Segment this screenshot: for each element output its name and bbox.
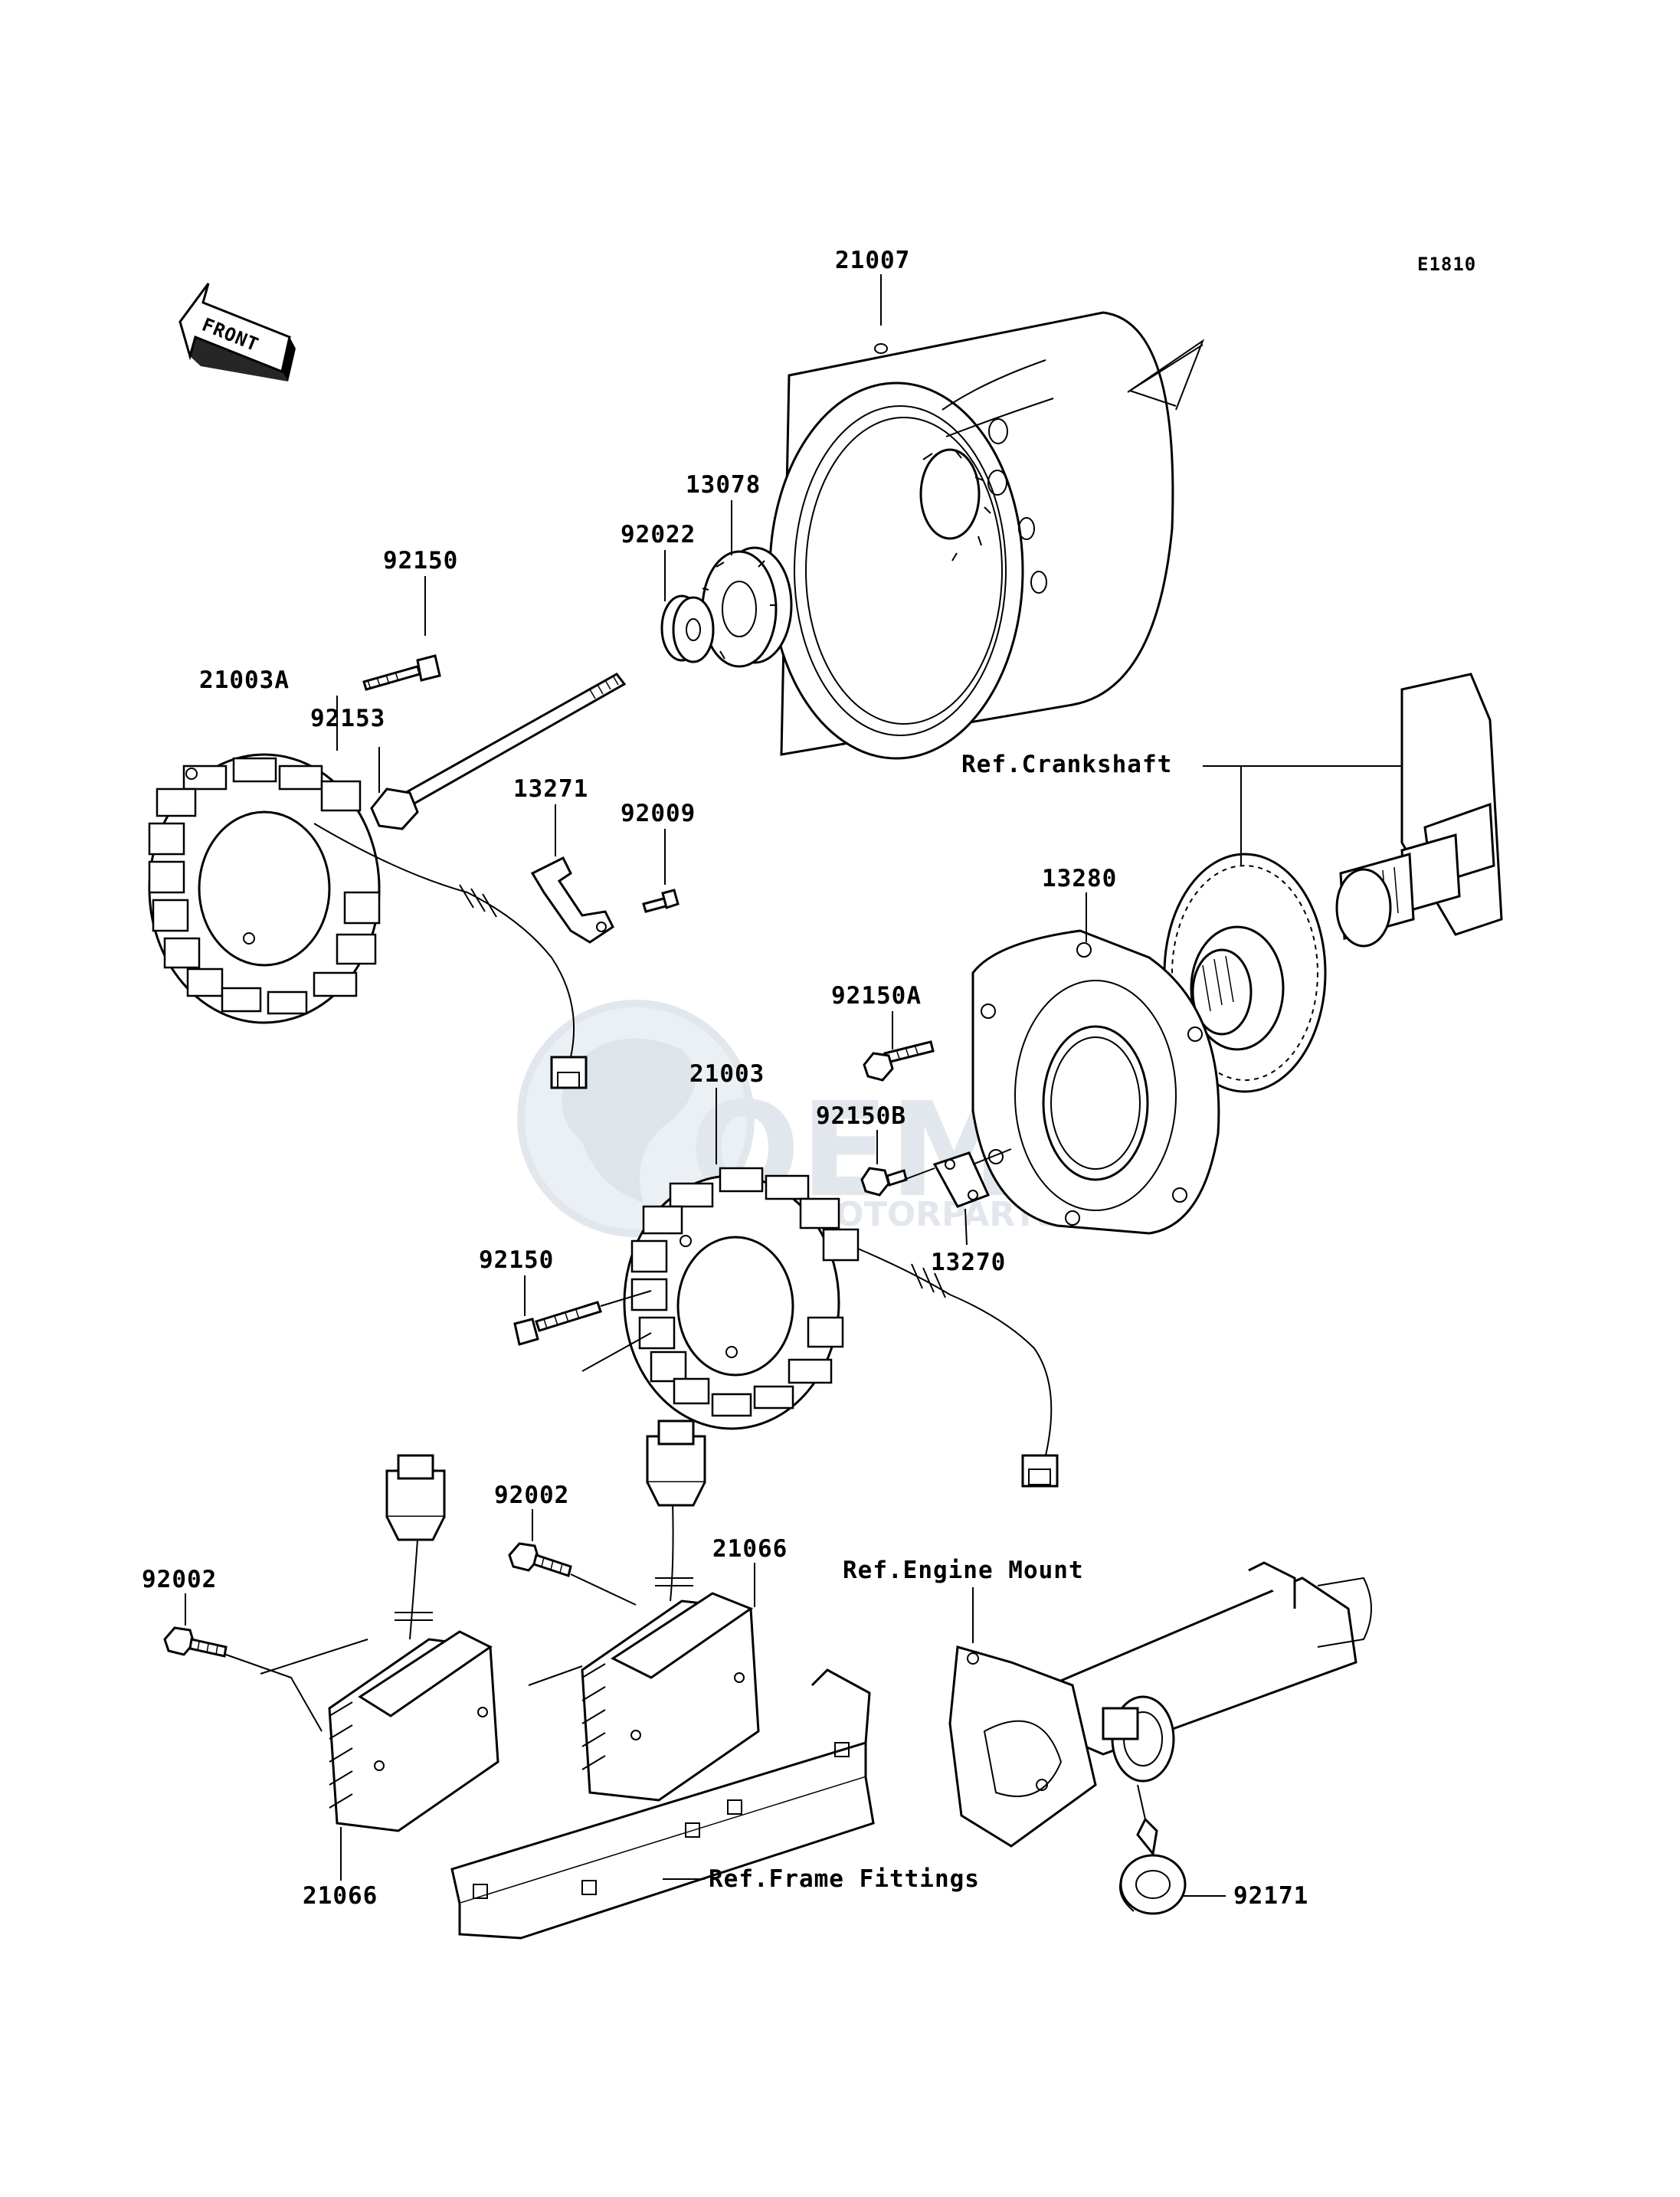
stator-cover-13280 <box>971 929 1220 1235</box>
label-21007: 21007 <box>835 247 910 274</box>
flywheel-rotor-21007 <box>768 311 1205 760</box>
stator-21003 <box>581 1167 1059 1488</box>
label-ref-crankshaft: Ref.Crankshaft <box>961 751 1172 778</box>
clamp-92171 <box>1119 1784 1187 1915</box>
label-92150-mid: 92150 <box>479 1246 554 1274</box>
label-ref-engine-mount: Ref.Engine Mount <box>843 1557 1084 1584</box>
bolt-92150A <box>863 1040 935 1082</box>
leader-ref-crankshaft <box>1203 765 1242 866</box>
label-92150B: 92150B <box>816 1102 906 1130</box>
label-92002-left: 92002 <box>142 1566 217 1593</box>
label-92153: 92153 <box>310 705 385 732</box>
label-92002-right: 92002 <box>494 1482 569 1509</box>
bolt-92150-mid <box>513 1290 652 1346</box>
label-21003: 21003 <box>689 1060 765 1088</box>
regulator-21066-left <box>328 1454 499 1832</box>
bolt-92002-right <box>508 1542 637 1686</box>
frame-fittings-bracket <box>450 1668 875 1940</box>
front-arrow-icon: FRONT <box>178 283 296 381</box>
label-92009: 92009 <box>621 800 696 827</box>
regulator-21066-right <box>581 1419 760 1802</box>
plate-13270 <box>903 1148 1012 1208</box>
label-92022: 92022 <box>621 521 696 548</box>
bolt-92150-top <box>362 654 441 691</box>
washer-92022 <box>660 594 715 663</box>
stator-21003A <box>148 753 588 1089</box>
label-13280: 13280 <box>1042 865 1117 892</box>
label-21003A: 21003A <box>199 666 290 694</box>
starter-clutch-gear-13078 <box>701 546 793 668</box>
flywheel-inner-gear <box>919 448 991 562</box>
label-13271: 13271 <box>513 775 588 803</box>
label-21066-left: 21066 <box>303 1882 378 1910</box>
bracket-13271 <box>530 856 614 944</box>
diagram-code: E1810 <box>1417 254 1476 275</box>
crankshaft-assembly <box>1163 673 1503 1093</box>
label-ref-frame-fittings: Ref.Frame Fittings <box>709 1865 980 1893</box>
bolt-92009 <box>642 889 680 913</box>
label-21066-right: 21066 <box>712 1535 788 1563</box>
label-13270: 13270 <box>931 1249 1006 1276</box>
label-92150-top: 92150 <box>383 547 458 575</box>
label-92150A: 92150A <box>831 982 922 1010</box>
long-bolt-92153 <box>370 673 627 830</box>
bolt-92002-left <box>163 1626 368 1732</box>
engine-mount-assembly <box>948 1561 1372 1848</box>
bolt-92150B <box>860 1167 908 1197</box>
label-92171: 92171 <box>1233 1882 1308 1910</box>
leader-13270 <box>964 1208 968 1246</box>
label-13078: 13078 <box>686 471 761 499</box>
